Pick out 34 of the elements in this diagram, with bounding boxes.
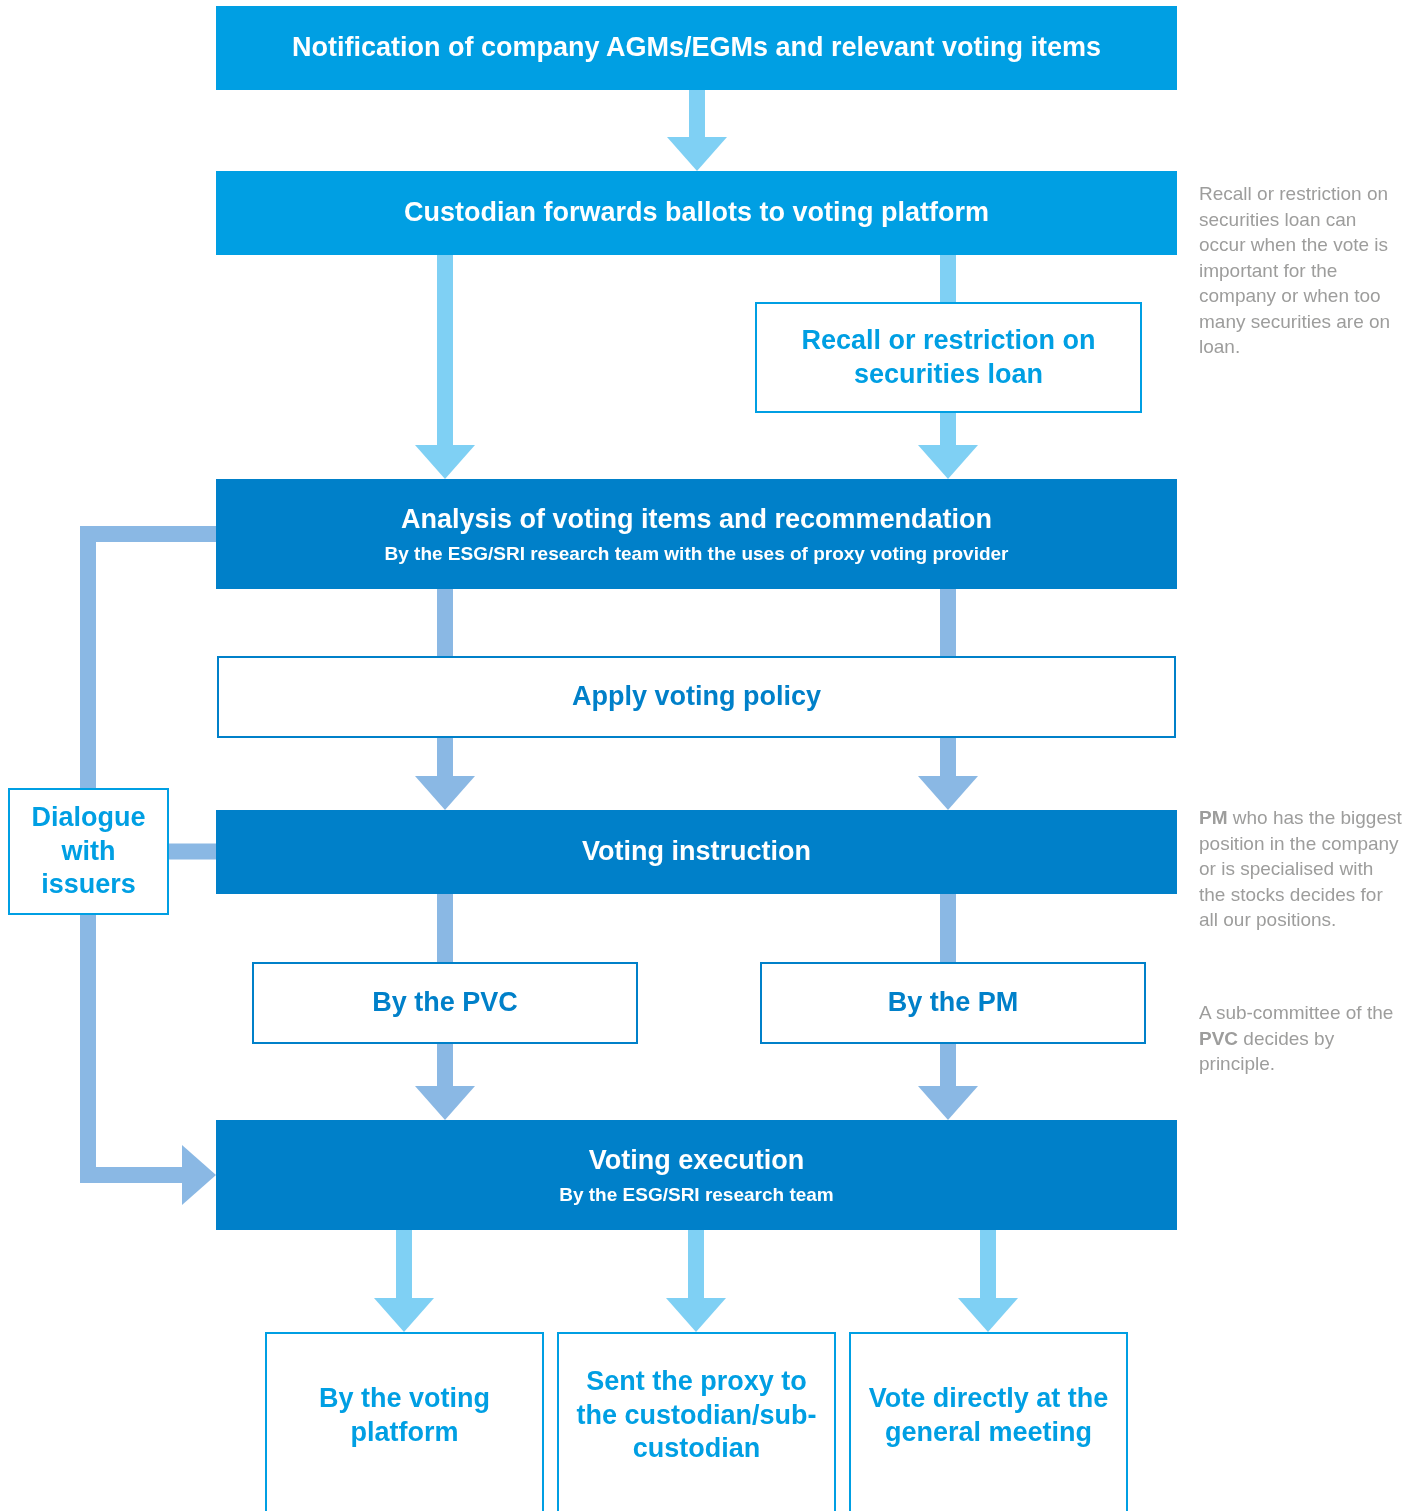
process-bar: Voting instruction: [216, 810, 1177, 894]
process-bar: Voting execution By the ESG/SRI research team: [216, 1120, 1177, 1230]
side-note: PM who has the biggest position in the company or is specialised with the stocks decides for all our positions.: [1199, 806, 1403, 932]
arrow: [918, 738, 978, 810]
connector-line: [437, 589, 453, 656]
process-box: Recall or restriction on securities loan: [755, 302, 1142, 413]
connector-line: [940, 589, 956, 656]
arrow: [666, 1230, 726, 1332]
arrow: [918, 413, 978, 479]
connector-line: [169, 843, 216, 860]
connector-line: [940, 255, 956, 302]
connector-line: [940, 894, 956, 962]
arrow: [415, 738, 475, 810]
process-box: By the PM: [760, 962, 1146, 1044]
process-bar: Notification of company AGMs/EGMs and relevant voting items: [216, 6, 1177, 90]
process-bar: Analysis of voting items and recommendation By the ESG/SRI research team with the uses of proxy voting provider: [216, 479, 1177, 589]
arrow: [415, 255, 475, 479]
outcome-box: Sent the proxy to the custodian/sub-custodian: [557, 1332, 836, 1511]
side-note: Recall or restriction on securities loan can occur when the vote is important for the company or when too many securities are on loan.: [1199, 182, 1392, 359]
arrow: [958, 1230, 1018, 1332]
connector-line: [80, 526, 216, 788]
outcome-box: Vote directly at the general meeting: [849, 1332, 1128, 1511]
side-note: A sub-committee of the PVC decides by principle.: [1199, 1001, 1395, 1076]
arrow: [667, 90, 727, 171]
connector-line: [437, 894, 453, 962]
side-box: Dialogue with issuers: [8, 788, 169, 915]
process-bar: Custodian forwards ballots to voting platform: [216, 171, 1177, 255]
process-box: By the PVC: [252, 962, 638, 1044]
arrow: [415, 1044, 475, 1120]
arrow: [80, 915, 216, 1205]
outcome-box: By the voting platform: [265, 1332, 544, 1511]
process-box: Apply voting policy: [217, 656, 1176, 738]
arrow: [374, 1230, 434, 1332]
arrow: [918, 1044, 978, 1120]
